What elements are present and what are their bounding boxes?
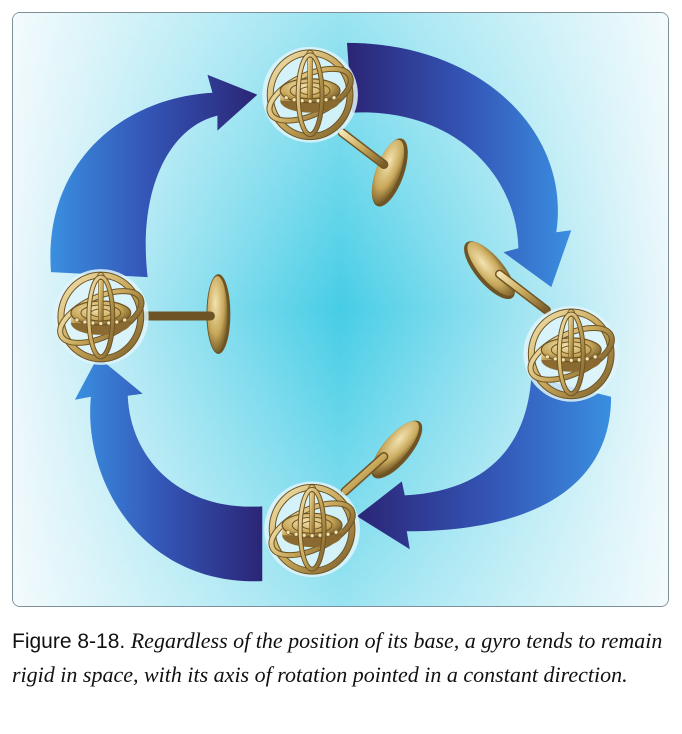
arrow-bottom-to-left: [74, 356, 263, 582]
arrow-left-to-top: [50, 74, 258, 278]
arrow-top-to-right: [346, 42, 572, 288]
figure-caption: Figure 8-18. Regardless of the position …: [12, 624, 672, 691]
gyro-left-base: [206, 274, 231, 354]
gyro-top-base: [371, 138, 408, 207]
gyro-left: [53, 269, 231, 365]
figure-caption-text: Regardless of the position of its base, …: [12, 628, 663, 687]
figure-label: Figure 8-18.: [12, 630, 126, 653]
gyro-rigidity-diagram: [13, 13, 668, 606]
gyro-right-base: [464, 241, 515, 300]
arrow-right-to-bottom: [356, 376, 612, 550]
gyro-bottom: [264, 420, 423, 577]
gyro-right: [464, 241, 620, 402]
gyro-top: [262, 47, 408, 207]
figure-frame: [12, 12, 669, 607]
